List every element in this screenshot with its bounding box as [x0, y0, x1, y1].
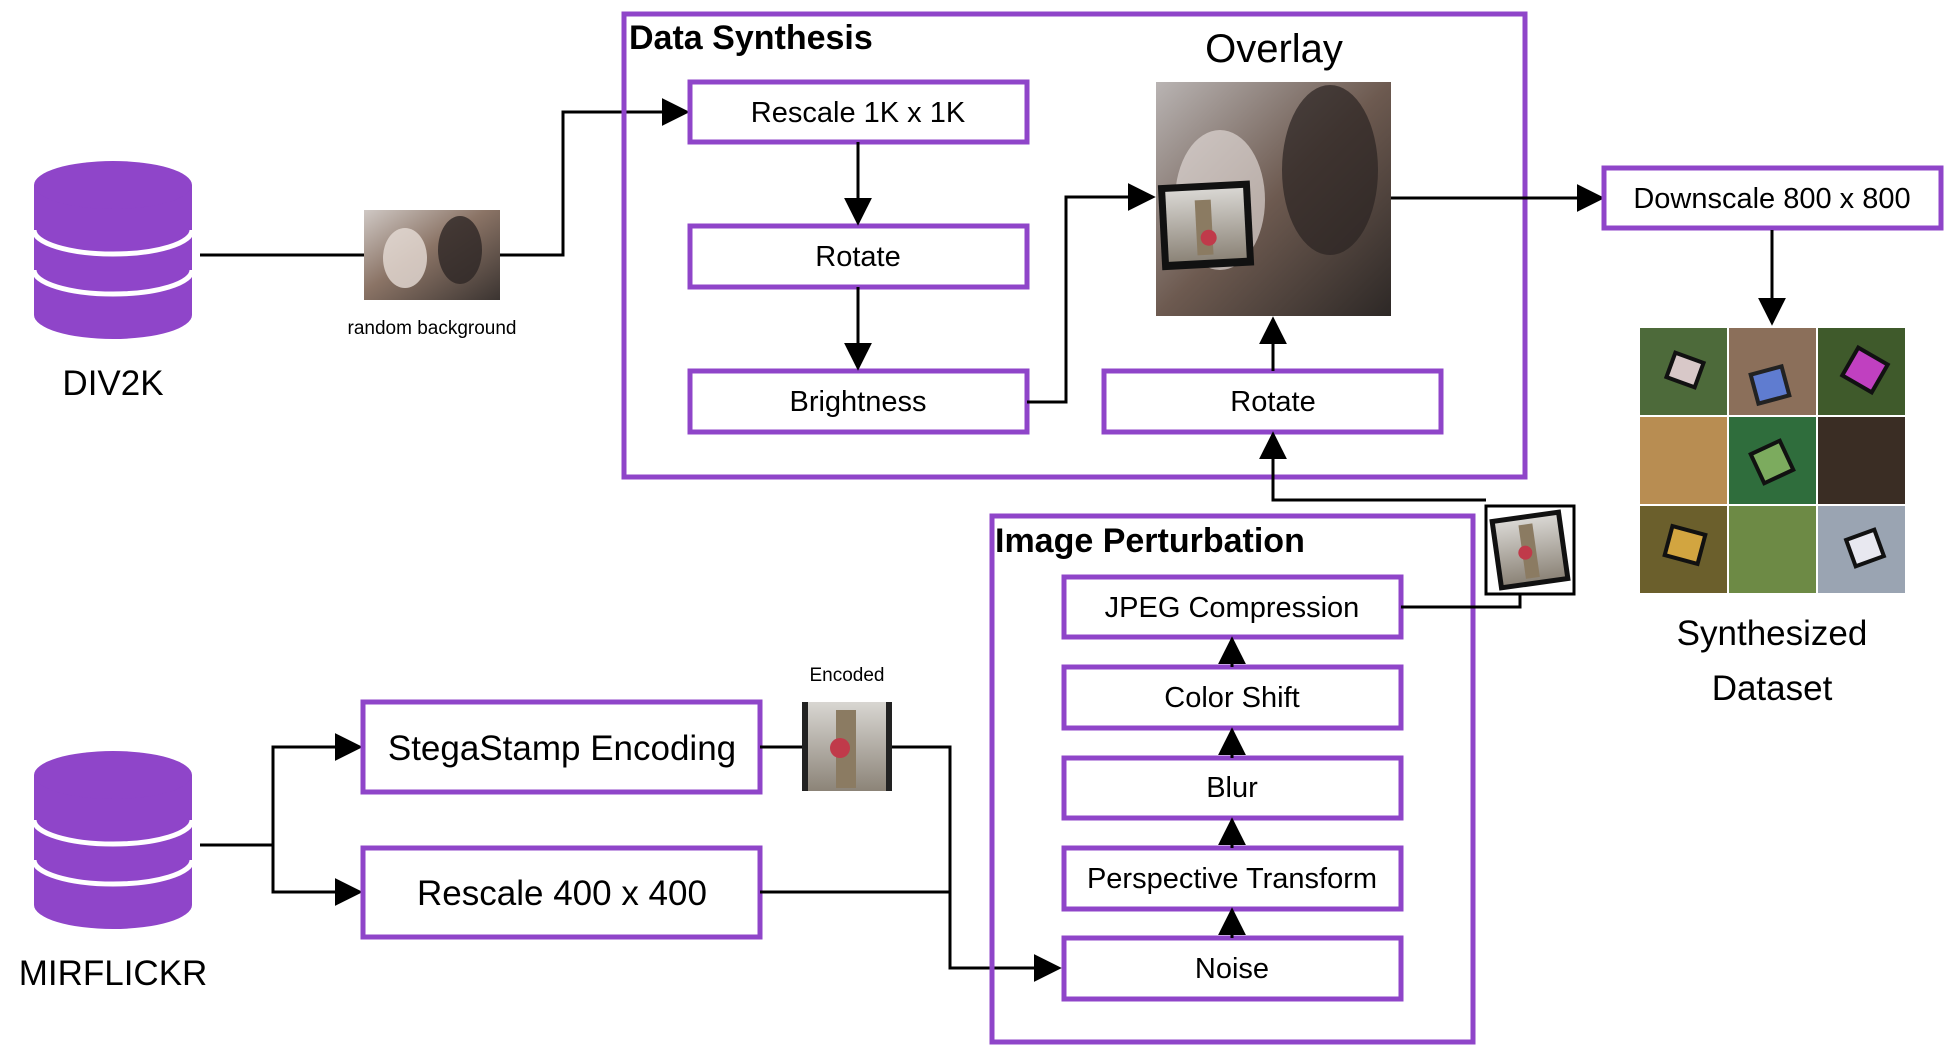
connector-jpeg-thumbnail: [1401, 594, 1522, 609]
div2k-database-icon: [31, 161, 195, 339]
synthesized-dataset-grid: [1638, 326, 1906, 594]
image-perturbation-section: [989, 513, 1476, 1045]
stegastamp-encoding-label: StegaStamp Encoding: [388, 729, 736, 768]
color-shift-label: Color Shift: [1164, 682, 1299, 714]
connector-thumbnail-rescale: [500, 98, 690, 257]
synthesized-label: Synthesized: [1677, 614, 1868, 653]
perturbed-thumbnail: [1484, 504, 1576, 596]
rotate-overlay-box: Rotate: [1101, 368, 1444, 435]
perspective-transform-box: Perspective Transform: [1061, 845, 1404, 912]
blur-box: Blur: [1061, 755, 1404, 821]
data-synthesis-section: [621, 11, 1528, 480]
mirflickr-database-icon: [31, 751, 195, 929]
encoded-label: Encoded: [809, 665, 884, 686]
rescale-1k-box: Rescale 1K x 1K: [687, 79, 1030, 145]
perspective-transform-label: Perspective Transform: [1087, 863, 1377, 895]
mirflickr-label: MIRFLICKR: [19, 954, 208, 993]
jpeg-compression-label: JPEG Compression: [1105, 592, 1360, 624]
dataset-label: Dataset: [1712, 669, 1833, 708]
overlay-title: Overlay: [1205, 27, 1343, 71]
data-synthesis-title: Data Synthesis: [629, 19, 873, 57]
div2k-label: DIV2K: [62, 364, 163, 403]
connector-mirflickr-rescale400: [271, 845, 363, 906]
rescale-400-box: Rescale 400 x 400: [360, 845, 763, 940]
downscale-label: Downscale 800 x 800: [1633, 183, 1910, 215]
rescale-1k-label: Rescale 1K x 1K: [751, 97, 966, 129]
noise-box: Noise: [1061, 935, 1404, 1002]
rotate-box: Rotate: [687, 223, 1030, 290]
encoded-thumbnail: [802, 702, 892, 791]
noise-label: Noise: [1195, 953, 1269, 985]
random-background-label: random background: [348, 318, 517, 339]
brightness-box: Brightness: [687, 368, 1030, 435]
stegastamp-encoding-box: StegaStamp Encoding: [360, 699, 763, 795]
image-perturbation-title: Image Perturbation: [995, 522, 1305, 560]
rescale-400-label: Rescale 400 x 400: [417, 874, 707, 913]
brightness-label: Brightness: [789, 386, 926, 418]
jpeg-compression-box: JPEG Compression: [1061, 574, 1404, 640]
overlay-image: [1156, 82, 1391, 316]
color-shift-box: Color Shift: [1061, 664, 1404, 731]
connector-encoded-noise: [892, 745, 1062, 982]
blur-label: Blur: [1206, 772, 1258, 804]
connector-mirflickr-stegastamp: [200, 733, 363, 847]
rotate-overlay-label: Rotate: [1230, 386, 1315, 418]
connector-brightness-overlay: [1027, 183, 1156, 404]
downscale-box: Downscale 800 x 800: [1601, 165, 1944, 231]
connector-thumbnail-rotate: [1259, 431, 1486, 502]
rotate-label: Rotate: [815, 241, 900, 273]
random-background-thumbnail: [364, 210, 500, 300]
